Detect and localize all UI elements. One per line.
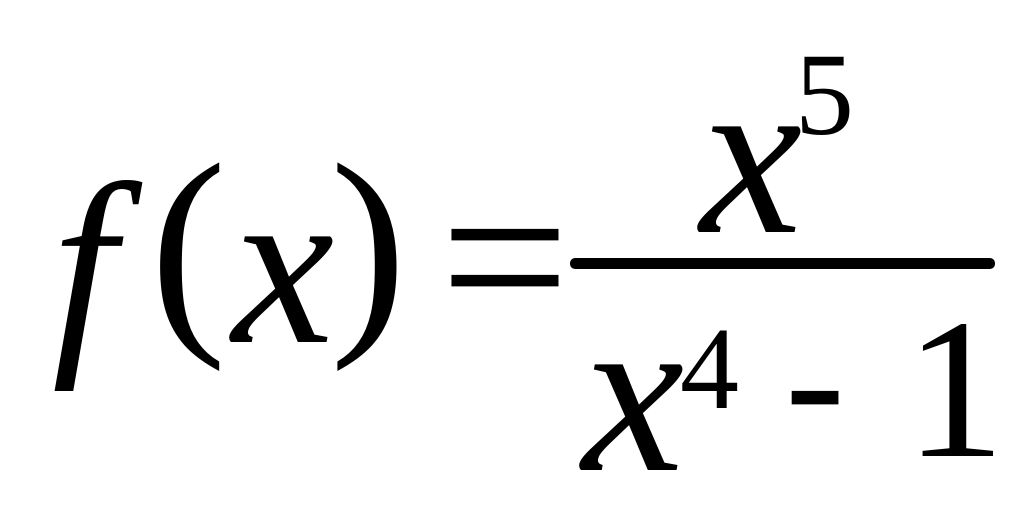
denominator-base: x	[582, 265, 685, 520]
denominator-constant: 1	[905, 279, 1005, 500]
equals-sign: =	[440, 129, 570, 384]
minus-sign: -	[785, 280, 845, 479]
close-parenthesis: )	[330, 117, 407, 372]
numerator-exponent: 5	[795, 29, 854, 160]
denominator-exponent: 4	[680, 303, 739, 434]
function-name: f	[52, 137, 116, 392]
fraction-bar	[570, 258, 995, 269]
open-parenthesis: (	[150, 117, 227, 372]
math-formula: f ( x ) = x 5 x 4 - 1	[52, 27, 1005, 508]
numerator-base: x	[700, 27, 803, 282]
function-argument: x	[232, 137, 335, 392]
